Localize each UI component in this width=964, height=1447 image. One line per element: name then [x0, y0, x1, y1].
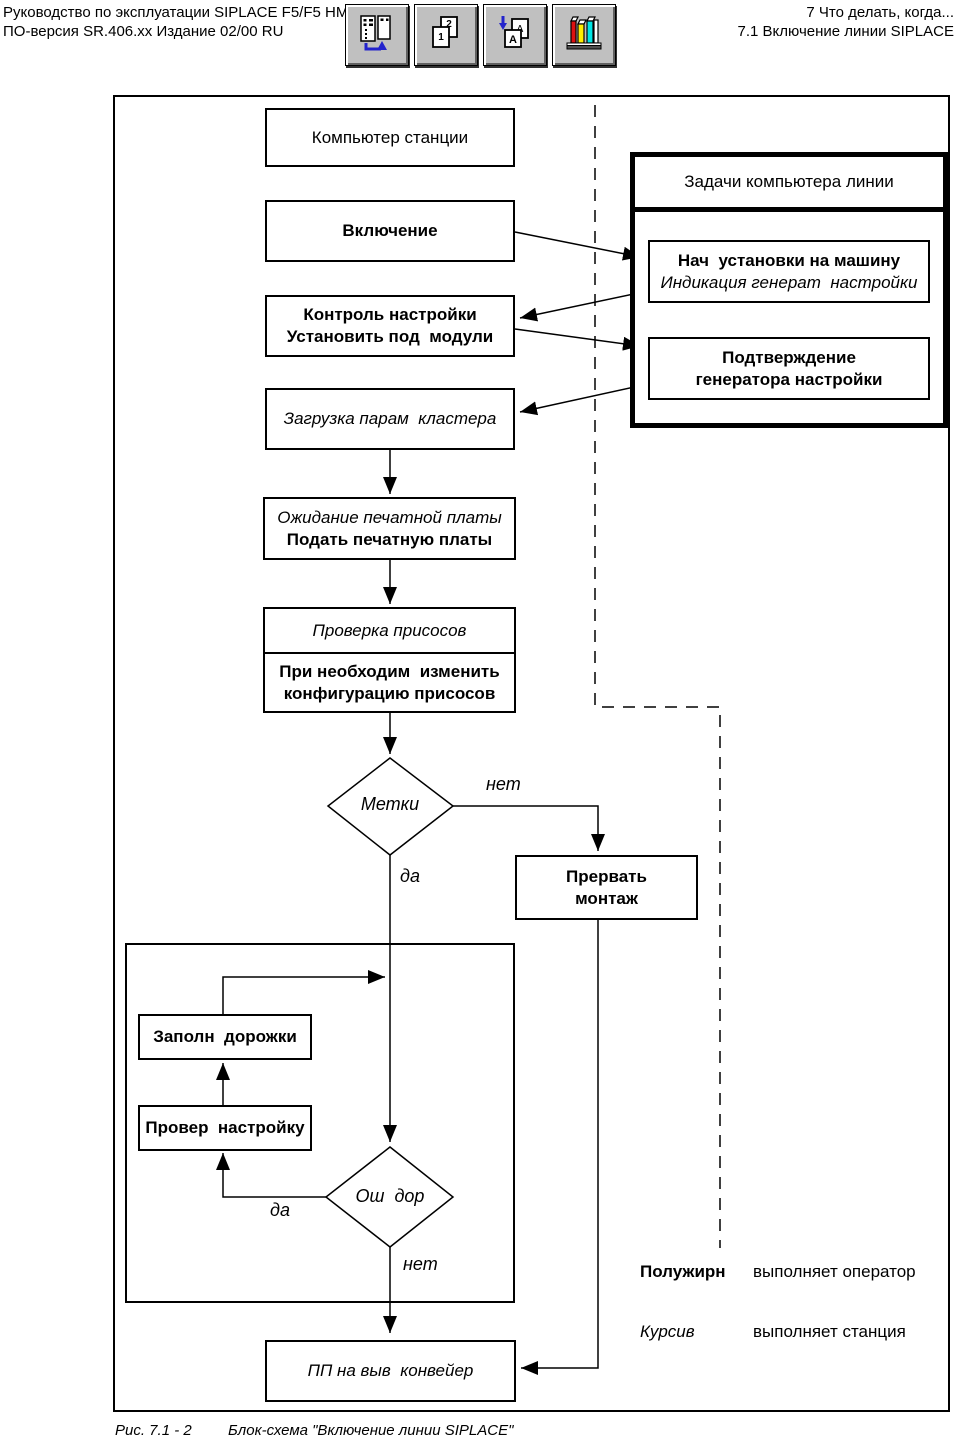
version-line: ПО-версия SR.406.xx Издание 02/00 RU	[3, 23, 284, 40]
manual-title: Руководство по эксплуатации SIPLACE F5/F…	[3, 4, 349, 21]
library-books-icon	[563, 12, 605, 59]
loop-container	[125, 943, 515, 1303]
panel-title-label: Задачи компьютера линии	[684, 172, 894, 191]
node-label-line1: При необходим изменить	[279, 661, 500, 681]
branch-label-yes-trackerror: да	[270, 1200, 290, 1220]
node-label-line1: Нач установки на машину	[677, 250, 901, 270]
translate-pages-icon: A A	[494, 12, 536, 59]
stations-button[interactable]	[345, 4, 409, 66]
node-confirm-generator: Подтверждение генератора настройки	[648, 337, 930, 400]
node-abort-assembly: Прервать монтаж	[515, 855, 698, 920]
library-button[interactable]	[552, 4, 616, 66]
node-label: Проверка присосов	[312, 620, 467, 640]
stations-icon	[356, 12, 398, 59]
node-label: Компьютер станции	[311, 127, 469, 147]
node-label-line1: Прервать	[566, 866, 647, 886]
legend-bold-desc: выполняет оператор	[753, 1262, 916, 1281]
legend-italic-desc: выполняет станция	[753, 1322, 906, 1341]
node-check-nozzles-top: Проверка присосов	[265, 609, 514, 654]
branch-label-no-trackerror: нет	[403, 1254, 438, 1274]
node-label-line1: Ожидание печатной платы	[277, 507, 502, 527]
node-start-setup: Нач установки на машину Индикация генера…	[648, 240, 930, 303]
node-check-nozzles: Проверка присосов При необходим изменить…	[263, 607, 516, 713]
figure-number: Рис. 7.1 - 2	[115, 1422, 192, 1439]
node-label-line2: генератора настройки	[695, 369, 883, 389]
branch-label-no-marks: нет	[486, 774, 521, 794]
decision-marks-label: Метки	[360, 794, 420, 814]
node-check-nozzles-bottom: При необходим изменить конфигурацию прис…	[279, 654, 499, 711]
pages-icon: 2 1	[425, 12, 467, 59]
node-wait-pcb: Ожидание печатной платы Подать печатную …	[263, 497, 516, 560]
node-label: ПП на выв конвейер	[307, 1361, 474, 1380]
node-pcb-out-conveyor: ПП на выв конвейер	[265, 1340, 516, 1402]
node-label: Заполн дорожки	[153, 1027, 297, 1046]
svg-text:A: A	[509, 34, 517, 46]
branch-label-yes-marks: да	[400, 866, 420, 886]
header-left: Руководство по эксплуатации SIPLACE F5/F…	[3, 3, 348, 41]
node-label-line1: Контроль настройки	[303, 305, 477, 324]
node-label-line2: Индикация генерат настройки	[660, 272, 918, 292]
translate-button[interactable]: A A	[483, 4, 547, 66]
node-label: Провер настройку	[145, 1118, 305, 1137]
figure-caption: Блок-схема "Включение линии SIPLACE"	[228, 1422, 514, 1439]
svg-text:1: 1	[438, 32, 444, 43]
section-title: 7.1 Включение линии SIPLACE	[737, 23, 954, 40]
line-computer-panel-title: Задачи компьютера линии	[635, 157, 943, 212]
svg-text:2: 2	[446, 19, 452, 30]
legend-bold-term: Полужирн	[640, 1262, 726, 1281]
node-label: Загрузка парам кластера	[283, 409, 497, 428]
node-label-line1: Подтверждение	[722, 347, 856, 367]
node-label-line2: Установить под модули	[286, 327, 494, 346]
node-label-line2: монтаж	[575, 888, 638, 908]
pages-button[interactable]: 2 1	[414, 4, 478, 66]
node-label: Включение	[342, 221, 438, 240]
header-right: 7 Что делать, когда... 7.1 Включение лин…	[738, 3, 954, 41]
chapter-title: 7 Что делать, когда...	[806, 4, 954, 21]
node-label-line2: Подать печатную платы	[286, 529, 493, 549]
node-station-computer: Компьютер станции	[265, 108, 515, 167]
node-control-setup: Контроль настройки Установить под модули	[265, 295, 515, 357]
node-check-setup: Провер настройку	[138, 1105, 312, 1151]
node-power-on: Включение	[265, 200, 515, 262]
node-load-cluster: Загрузка парам кластера	[265, 388, 515, 450]
legend-italic-term: Курсив	[640, 1322, 695, 1341]
node-label-line2: конфигурацию присосов	[283, 683, 496, 703]
node-fill-tracks: Заполн дорожки	[138, 1014, 312, 1060]
decision-trackerror-label: Ош дор	[355, 1186, 425, 1206]
